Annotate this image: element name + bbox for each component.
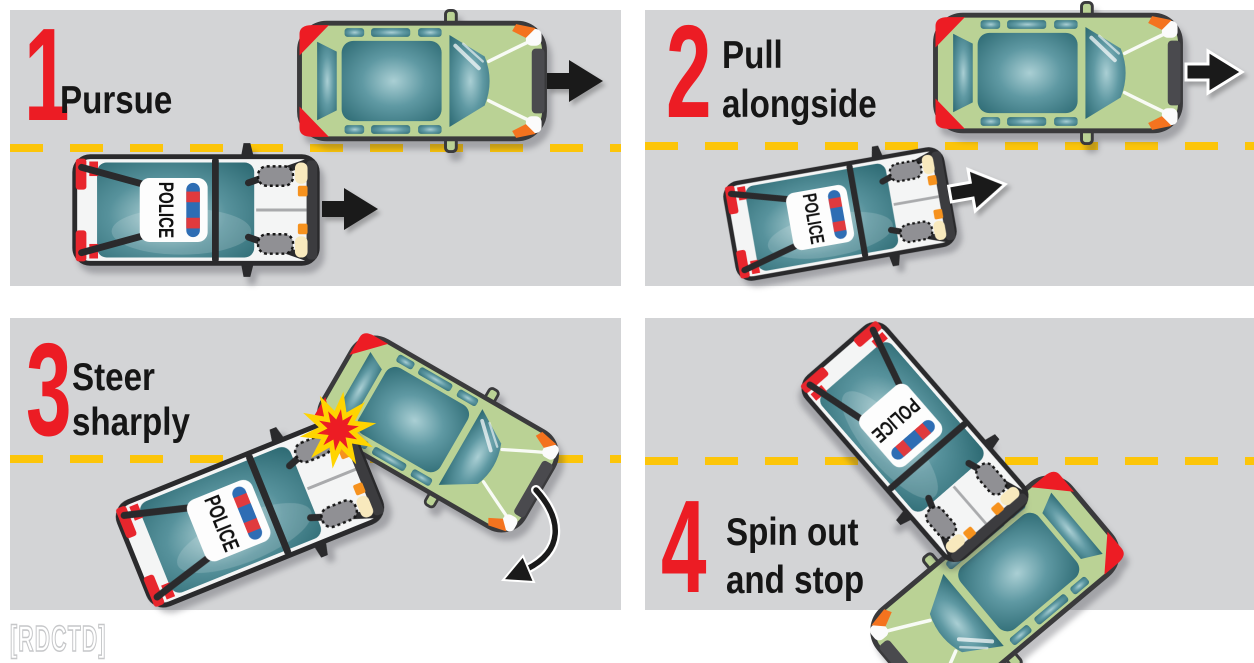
panel-4: POLICE 4 Spin out and stop — [645, 309, 1254, 663]
step-label-line2: sharply — [72, 399, 190, 443]
suspect-car — [300, 10, 545, 151]
watermark: [RDCTD] — [10, 618, 107, 659]
step-label-line2: and stop — [726, 557, 864, 601]
step-number: 3 — [26, 317, 72, 464]
forward-arrow-police — [946, 163, 1009, 215]
police-car: POLICE — [108, 401, 391, 623]
collision-star-icon — [299, 391, 377, 469]
step-number: 4 — [661, 474, 707, 621]
panel-3: POLICE 3 Steer sharply — [10, 317, 621, 623]
step-label-line1: Pursue — [60, 77, 172, 121]
step-label-line2: alongside — [722, 81, 877, 125]
suspect-car — [936, 2, 1181, 143]
forward-arrow-suspect — [1184, 48, 1245, 96]
police-car: POLICE — [788, 309, 1043, 574]
step-number: 2 — [666, 0, 712, 146]
panel-2: POLICE 2 Pull alongside — [645, 0, 1254, 293]
police-car: POLICE — [721, 135, 959, 293]
step-number: 1 — [24, 2, 70, 149]
step-label-line1: Steer — [72, 354, 155, 398]
spin-arrow-icon — [500, 485, 561, 584]
step-label-line1: Pull — [722, 32, 783, 76]
police-car: POLICE — [75, 143, 318, 277]
police-roof-text: POLICE — [154, 182, 178, 238]
panel-1: POLICE 1 Pursue — [10, 2, 621, 286]
step-label-line1: Spin out — [726, 509, 859, 553]
